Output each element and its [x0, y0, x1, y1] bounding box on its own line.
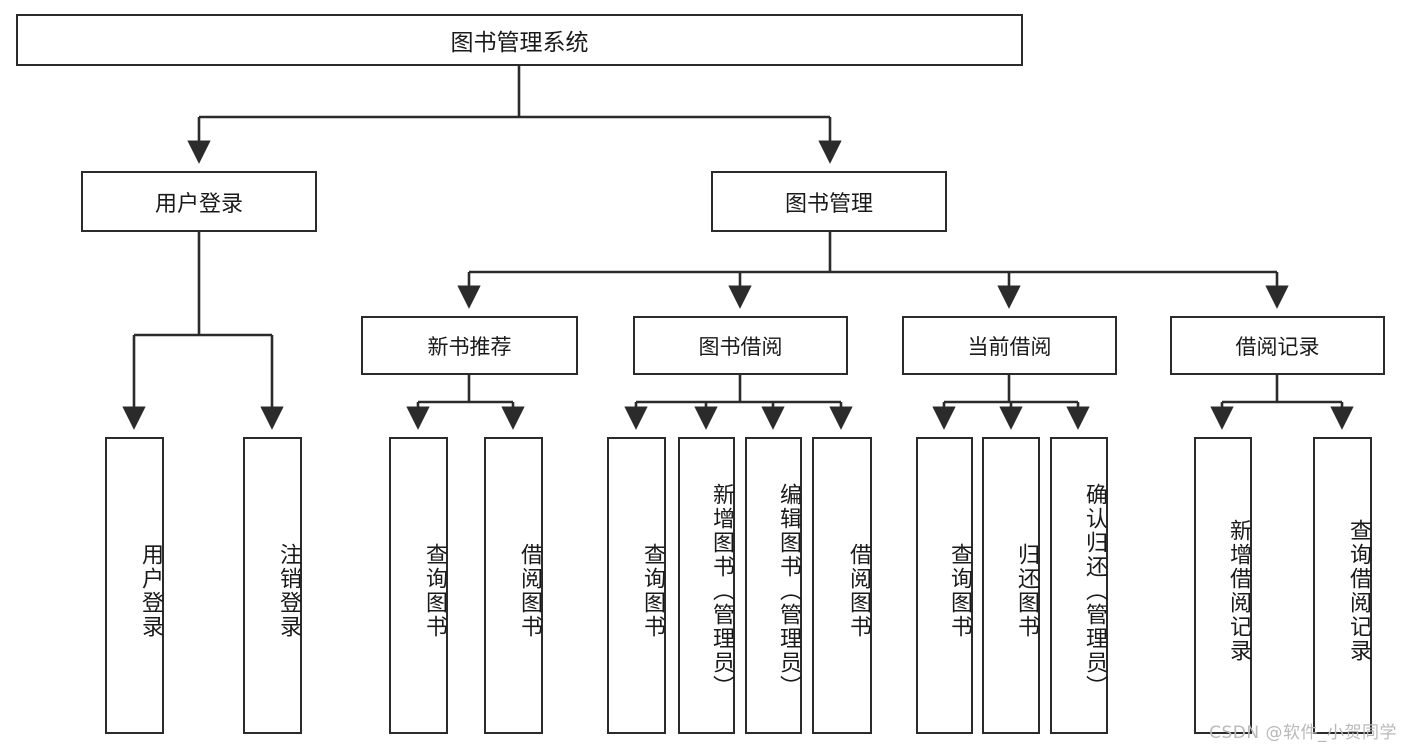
node-label: 归还图书 — [1014, 542, 1039, 639]
leaf-borrow-borrow-book[interactable]: 借阅图书 — [812, 437, 872, 734]
node-label: 图书管理 — [784, 191, 873, 217]
node-label: 编辑图书（管理员） — [776, 482, 801, 699]
node-borrow-record[interactable]: 借阅记录 — [1170, 316, 1385, 375]
node-user-login[interactable]: 用户登录 — [81, 171, 317, 232]
leaf-record-add-record[interactable]: 新增借阅记录 — [1194, 437, 1252, 734]
leaf-new-book-query-book[interactable]: 查询图书 — [389, 437, 448, 734]
watermark-text: CSDN @软件_小贺同学 — [1209, 723, 1397, 743]
leaf-current-query-book[interactable]: 查询图书 — [916, 437, 973, 734]
node-label: 新增借阅记录 — [1226, 518, 1251, 663]
leaf-current-confirm-return-admin[interactable]: 确认归还（管理员） — [1050, 437, 1108, 734]
node-label: 借阅记录 — [1235, 334, 1320, 359]
node-label: 确认归还（管理员） — [1082, 482, 1107, 699]
node-label: 查询图书 — [422, 542, 447, 639]
leaf-borrow-add-book-admin[interactable]: 新增图书（管理员） — [678, 437, 735, 734]
node-label: 用户登录 — [154, 191, 243, 217]
node-label: 借阅图书 — [846, 542, 871, 639]
node-label: 查询图书 — [947, 542, 972, 639]
leaf-borrow-query-book[interactable]: 查询图书 — [607, 437, 666, 734]
node-new-book-recommend[interactable]: 新书推荐 — [361, 316, 578, 375]
node-current-borrow[interactable]: 当前借阅 — [902, 316, 1117, 375]
leaf-borrow-edit-book-admin[interactable]: 编辑图书（管理员） — [745, 437, 802, 734]
node-book-borrow[interactable]: 图书借阅 — [633, 316, 848, 375]
node-label: 借阅图书 — [517, 542, 542, 639]
node-root-book-management-system[interactable]: 图书管理系统 — [16, 14, 1023, 66]
leaf-record-query-record[interactable]: 查询借阅记录 — [1313, 437, 1372, 734]
node-book-management[interactable]: 图书管理 — [711, 171, 947, 232]
node-label: 查询借阅记录 — [1346, 518, 1371, 663]
node-label: 新书推荐 — [427, 334, 512, 359]
leaf-current-return-book[interactable]: 归还图书 — [982, 437, 1040, 734]
node-label: 用户登录 — [138, 542, 163, 639]
node-label: 注销登录 — [276, 542, 301, 639]
leaf-new-book-borrow-book[interactable]: 借阅图书 — [484, 437, 543, 734]
leaf-user-login-login[interactable]: 用户登录 — [105, 437, 164, 734]
node-label: 新增图书（管理员） — [709, 482, 734, 699]
node-label: 图书借阅 — [698, 334, 783, 359]
leaf-user-login-logout[interactable]: 注销登录 — [243, 437, 302, 734]
node-label: 图书管理系统 — [450, 30, 589, 56]
node-label: 查询图书 — [640, 542, 665, 639]
node-label: 当前借阅 — [967, 334, 1052, 359]
